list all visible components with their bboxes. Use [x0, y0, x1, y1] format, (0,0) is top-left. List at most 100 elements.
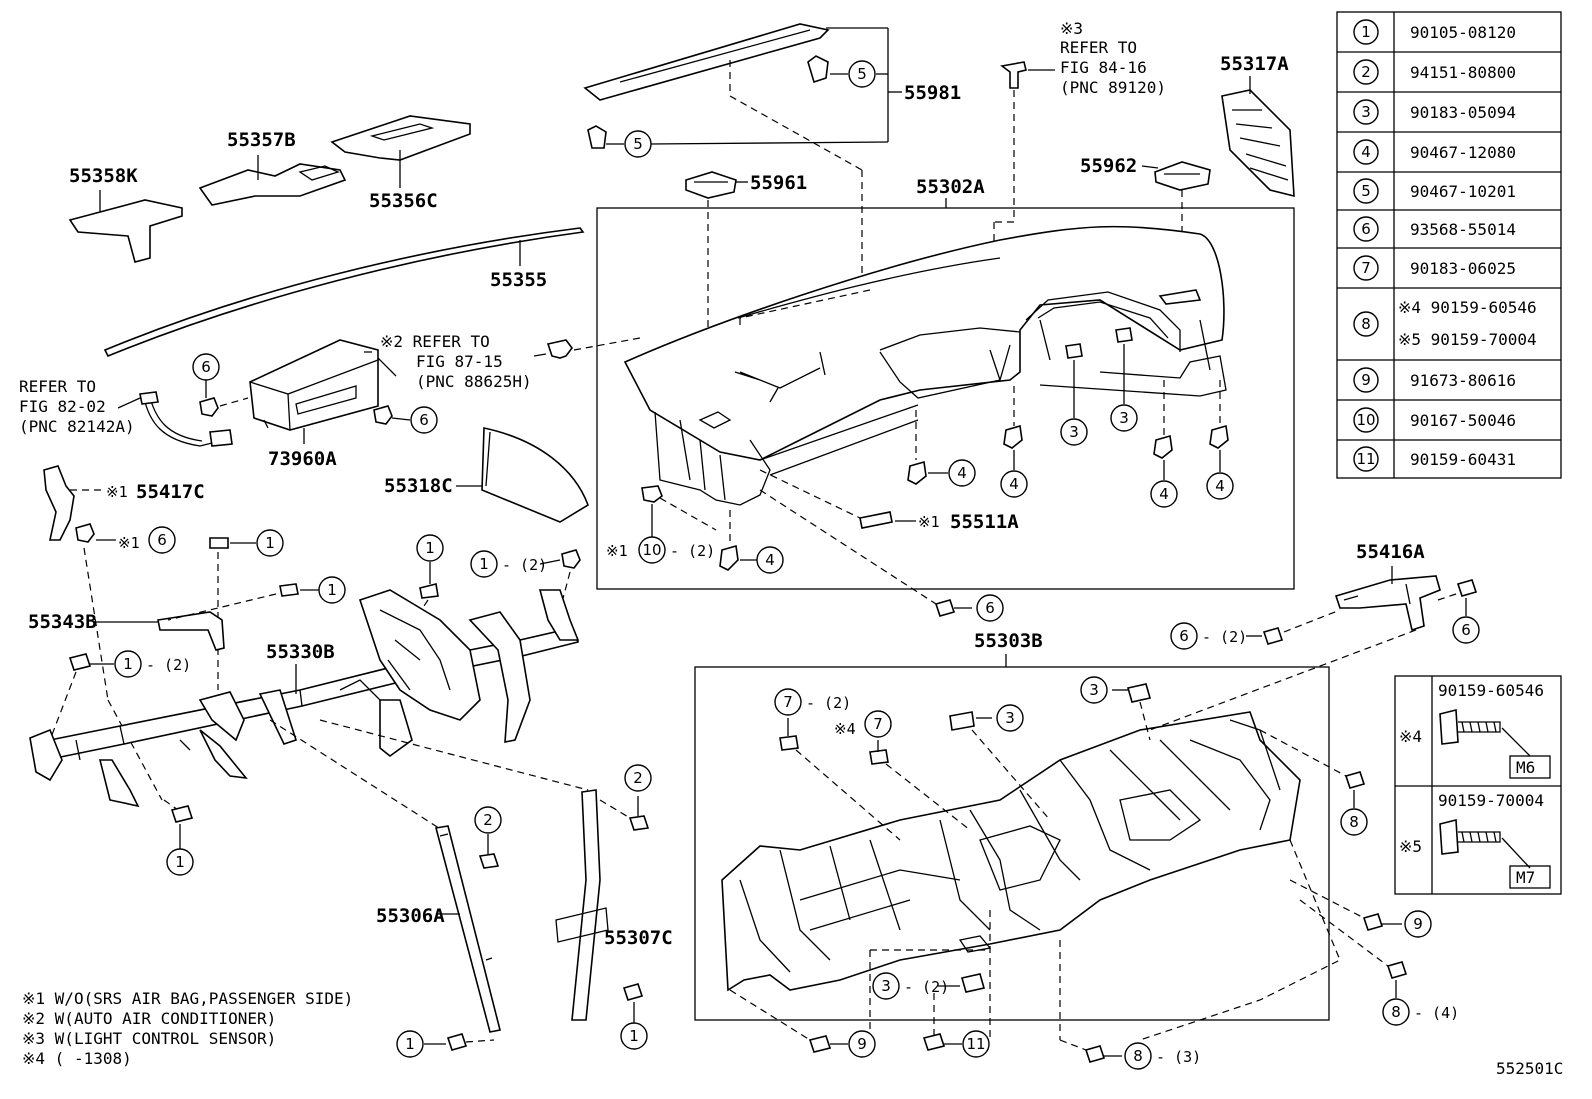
callout-number: 9 — [857, 1035, 867, 1053]
bolt-6-f — [934, 599, 956, 617]
callout-1: 1 — [620, 1022, 648, 1050]
bolt-1-e — [68, 653, 92, 671]
callout-circle — [396, 1030, 424, 1058]
wire-harness — [139, 391, 233, 447]
callout-number: 4 — [1215, 477, 1225, 495]
callout-circle — [848, 60, 876, 88]
clip-10 — [641, 485, 663, 503]
callout-circle — [638, 536, 666, 564]
strip-55355 — [103, 227, 585, 358]
callout-circle — [410, 406, 438, 434]
callout-number: 1 — [265, 534, 275, 552]
row-index: 6 — [1361, 220, 1371, 238]
callout-3: 3 — [996, 704, 1024, 732]
callout-circle — [416, 534, 444, 562]
nut-3-a — [1065, 343, 1083, 359]
nut-2-b — [628, 815, 650, 831]
callout-number: 8 — [1391, 1003, 1401, 1021]
callout-number: 4 — [957, 464, 967, 482]
row-index: 9 — [1361, 371, 1371, 389]
callout-6: 6 — [410, 406, 438, 434]
callout-circle — [624, 764, 652, 792]
callout-number: 8 — [1349, 813, 1359, 831]
callout-number: 5 — [633, 135, 643, 153]
bolt-9-b — [808, 1035, 832, 1053]
callout-3: 3 — [1060, 418, 1088, 446]
callout-3: 3 — [1080, 676, 1108, 704]
callout-circle — [620, 1022, 648, 1050]
bolt-1-a — [209, 537, 229, 549]
callout-number: 2 — [633, 769, 643, 787]
row-index: 7 — [1361, 259, 1371, 277]
row-index: 4 — [1361, 143, 1371, 161]
callout-number: 6 — [419, 411, 429, 429]
callout-2: 2 — [624, 764, 652, 792]
row-part-number: 90467-10201 — [1410, 182, 1516, 201]
callout-4: 4 — [1150, 480, 1178, 508]
callout-number: 3 — [1089, 681, 1099, 699]
bolt-8-c — [1084, 1045, 1106, 1063]
row-part-number-alt: ※5 90159-70004 — [1398, 330, 1537, 349]
callout-number: 4 — [1159, 485, 1169, 503]
bolt-1-c — [419, 583, 439, 599]
callout-6: 6 — [192, 353, 220, 381]
callout-4: 4 — [1206, 472, 1234, 500]
svg-text:REFER TO: REFER TO — [1060, 38, 1137, 57]
row-part-number: 94151-80800 — [1410, 63, 1516, 82]
callout-circle — [1080, 676, 1108, 704]
callout-number: 1 — [479, 555, 489, 573]
callout-number: 5 — [857, 65, 867, 83]
callout-4: 4 — [756, 546, 784, 574]
callout-8: 8 — [1340, 808, 1368, 836]
bolt-1-d — [561, 549, 581, 569]
bracket-55343b — [157, 611, 225, 651]
clip-4-d — [1153, 434, 1173, 459]
row-part-number: 90105-08120 — [1410, 23, 1516, 42]
callout-circle — [996, 704, 1024, 732]
label-73960a: 73960A — [268, 448, 337, 470]
callout-4: 4 — [948, 459, 976, 487]
callout-number: 3 — [1119, 409, 1129, 427]
temp-sensor-clip — [546, 339, 573, 359]
clip-4-b — [907, 460, 927, 485]
callout-3: 3- (2) — [872, 972, 949, 1000]
row-index-circle — [1353, 59, 1379, 85]
callout-4: 4 — [1000, 470, 1028, 498]
callout-circle — [474, 806, 502, 834]
callout-9: 9 — [1404, 910, 1432, 938]
callout-1: 1 — [256, 529, 284, 557]
callout-circle — [1060, 418, 1088, 446]
callout-circle — [148, 526, 176, 554]
clip-4-a — [719, 544, 739, 571]
callout-circle — [756, 546, 784, 574]
callout-1: 1 — [166, 848, 194, 876]
callout-6: 6 — [148, 526, 176, 554]
bolt-6-e — [1456, 579, 1478, 597]
callout-number: 6 — [157, 531, 167, 549]
row-index-circle — [1353, 216, 1379, 242]
pad-55358k — [68, 199, 183, 263]
callout-number: 3 — [1069, 423, 1079, 441]
row-index: 10 — [1356, 411, 1375, 429]
callout-8: 8- (3) — [1124, 1042, 1201, 1070]
bolt-6-b — [373, 405, 393, 425]
airbag-73960a — [249, 339, 379, 431]
callout-circle — [470, 550, 498, 578]
brace-55307c — [555, 789, 609, 1021]
label-55417c: 55417C — [136, 481, 205, 503]
callout-number: 4 — [765, 551, 775, 569]
nut-3-c — [949, 711, 975, 731]
nut-3-e — [960, 973, 986, 993]
callout-number: 6 — [1179, 627, 1189, 645]
svg-text:※3: ※3 — [1060, 19, 1083, 38]
callout-circle — [848, 1030, 876, 1058]
callout-number: 1 — [405, 1035, 415, 1053]
callout-quantity: - (2) — [146, 656, 191, 674]
svg-text:FIG 87-15: FIG 87-15 — [416, 352, 503, 371]
